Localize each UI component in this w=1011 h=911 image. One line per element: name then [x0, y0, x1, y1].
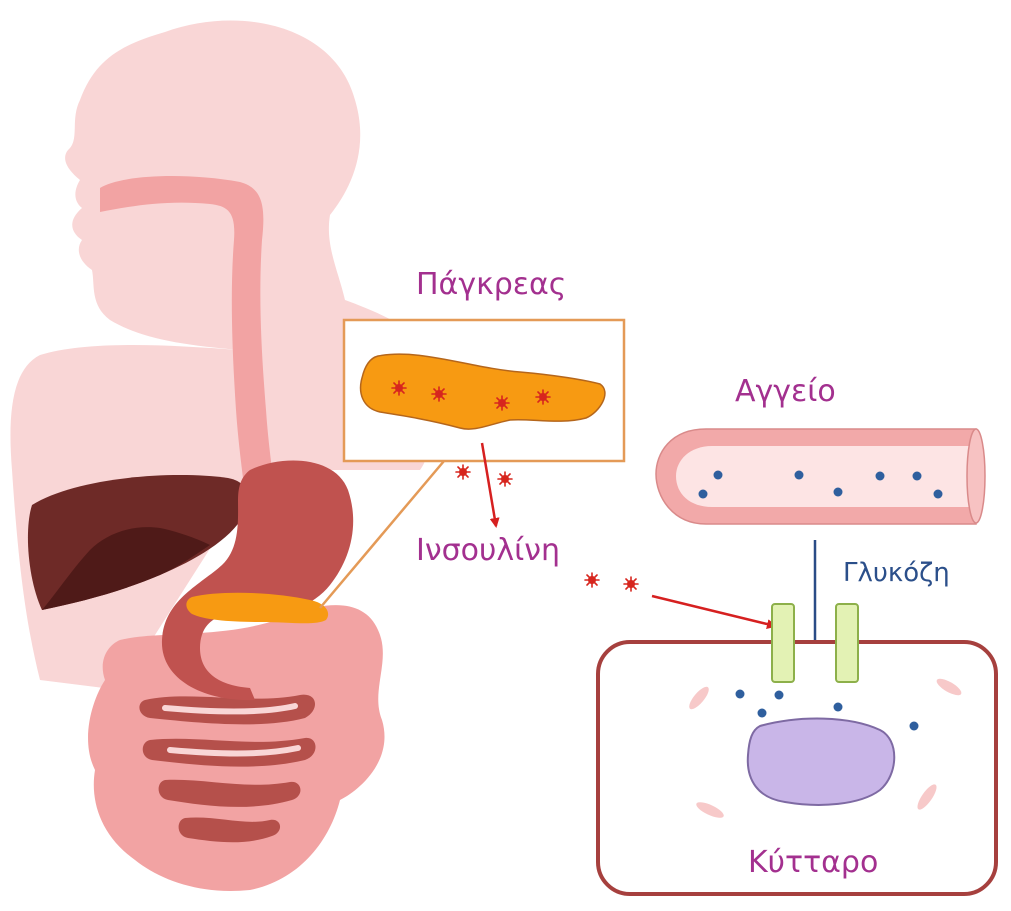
cell-label: Κύτταρο [748, 848, 878, 878]
insulin-label: Ινσουλίνη [416, 536, 560, 566]
glucose-label: Γλυκόζη [843, 560, 950, 586]
insulin-receptor-left [772, 604, 794, 682]
insulin-receptor-right [836, 604, 858, 682]
blood-vessel [656, 429, 985, 524]
insulin-to-receptor-arrow [652, 596, 775, 626]
pancreas-label: Πάγκρεας [416, 270, 566, 300]
small-intestine [88, 605, 384, 891]
vessel-label: Αγγείο [735, 377, 836, 407]
nucleus [748, 719, 894, 805]
insulin-particles-released [456, 465, 638, 591]
